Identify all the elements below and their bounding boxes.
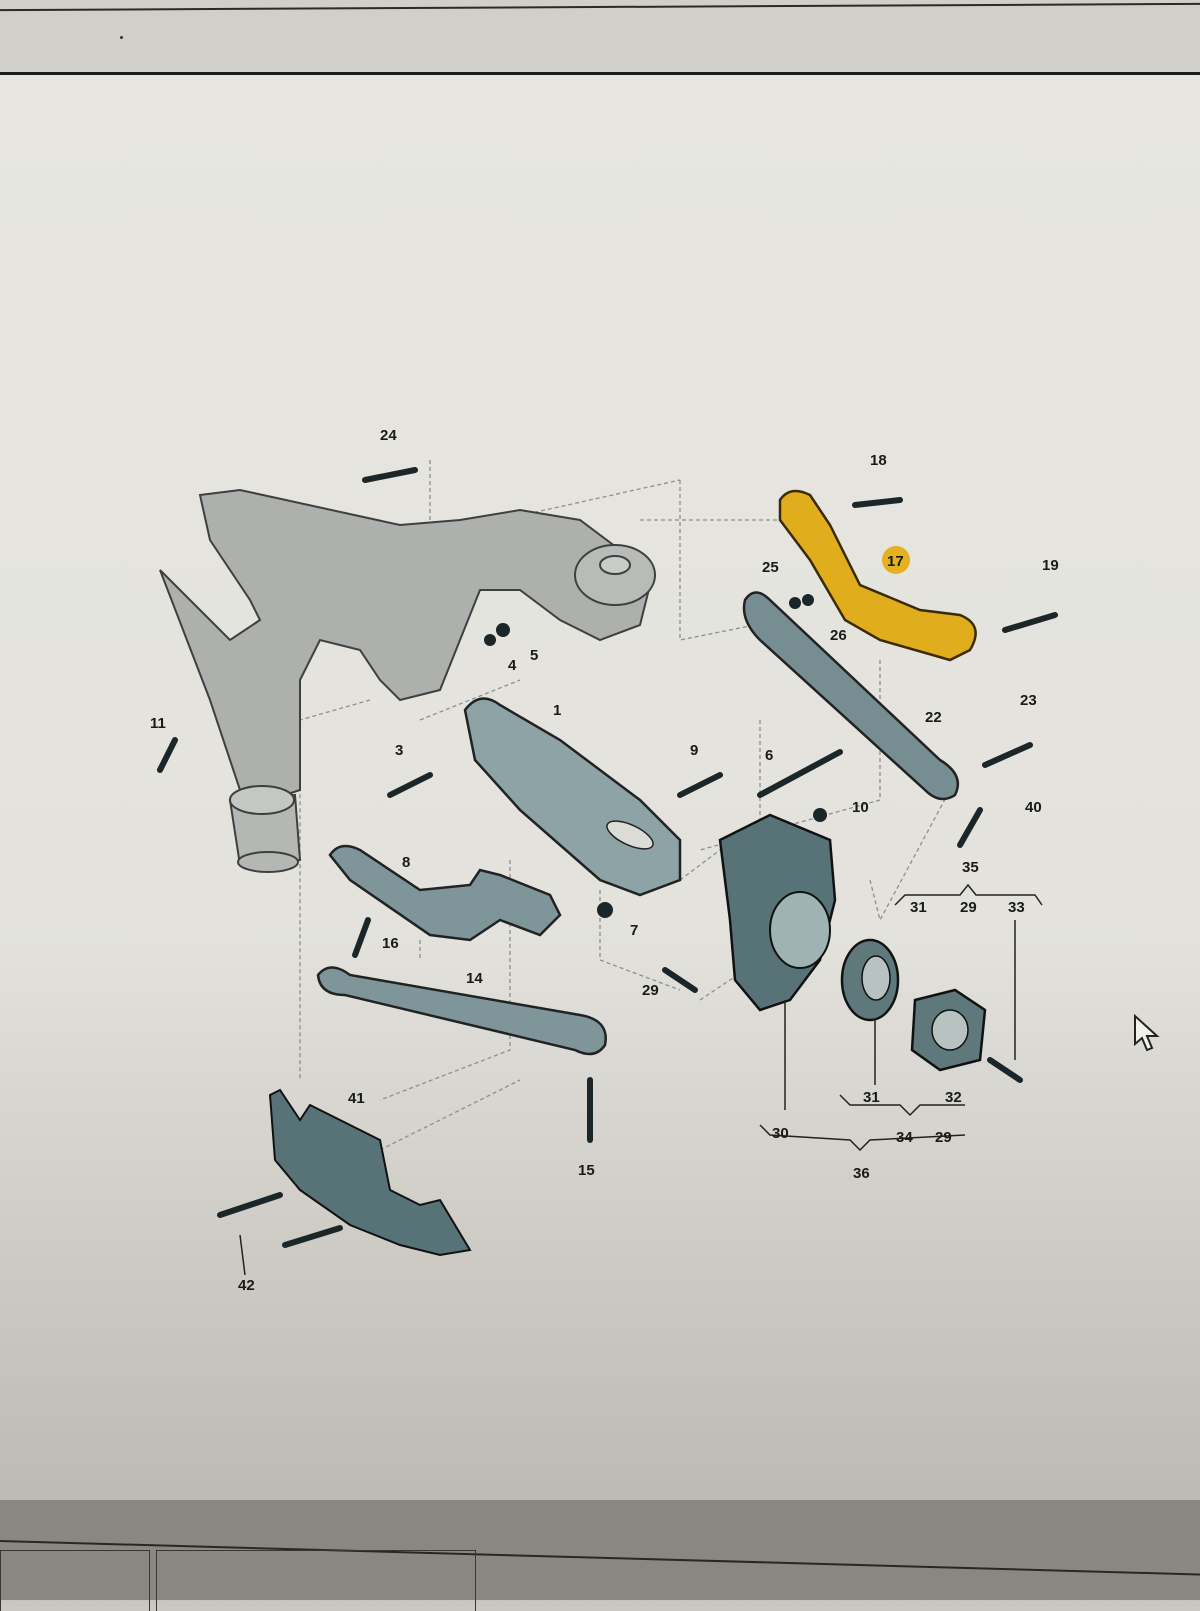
- part-17-upper-control-arm-highlighted[interactable]: [778, 489, 977, 662]
- window-title-bar: [0, 0, 1200, 75]
- highlight-badge-17: [882, 546, 910, 574]
- callout-25[interactable]: 25: [762, 559, 779, 576]
- group-brackets: [239, 883, 1043, 1276]
- washer-25: [789, 597, 801, 609]
- callout-40[interactable]: 40: [1025, 799, 1042, 816]
- callout-22[interactable]: 22: [925, 709, 942, 726]
- callout-6[interactable]: 6: [765, 747, 773, 764]
- bolt-6: [757, 749, 843, 798]
- nut-5: [496, 623, 510, 637]
- bolts: [157, 467, 1058, 1248]
- title-bar-dot: [120, 36, 123, 39]
- callout-23[interactable]: 23: [1020, 692, 1037, 709]
- part-31-bearing[interactable]: [840, 938, 900, 1022]
- callout-42[interactable]: 42: [238, 1277, 255, 1294]
- bolt-33: [987, 1057, 1023, 1083]
- callout-19[interactable]: 19: [1042, 557, 1059, 574]
- bolt-42b: [282, 1225, 343, 1248]
- bolt-18: [852, 497, 903, 508]
- bottom-panel-tab-1[interactable]: [0, 1550, 150, 1611]
- bolt-23: [982, 742, 1033, 768]
- mouse-pointer-arrow-icon: [1133, 1013, 1163, 1059]
- nut-4: [484, 634, 496, 646]
- callout-5[interactable]: 5: [530, 647, 538, 664]
- callout-17[interactable]: 17: [887, 553, 904, 570]
- callout-7[interactable]: 7: [630, 922, 638, 939]
- part-22-upper-link[interactable]: [742, 591, 960, 801]
- rear-subframe[interactable]: [159, 488, 656, 873]
- part-14-lateral-link[interactable]: [316, 966, 607, 1056]
- bolt-3: [387, 772, 433, 798]
- bolt-16: [352, 917, 371, 958]
- part-1-lower-control-arm[interactable]: [463, 697, 682, 897]
- callout-26[interactable]: 26: [830, 627, 847, 644]
- callout-31-bottom[interactable]: 31: [863, 1089, 880, 1106]
- callout-9[interactable]: 9: [690, 742, 698, 759]
- callout-10[interactable]: 10: [852, 799, 869, 816]
- part-41-underbody-shield[interactable]: [268, 1088, 472, 1257]
- callout-31-top[interactable]: 31: [910, 899, 927, 916]
- bolt-42a: [217, 1192, 283, 1218]
- callout-16[interactable]: 16: [382, 935, 399, 952]
- callout-36[interactable]: 36: [853, 1165, 870, 1182]
- bolt-40: [957, 807, 983, 848]
- callout-1[interactable]: 1: [553, 702, 561, 719]
- bolt-19: [1002, 612, 1058, 633]
- part-30-wheel-carrier[interactable]: [718, 813, 837, 1012]
- part-32-wheel-hub[interactable]: [910, 988, 987, 1072]
- callout-29-top[interactable]: 29: [960, 899, 977, 916]
- bottom-panel-tab-2[interactable]: [156, 1550, 476, 1611]
- bolt-29: [662, 967, 698, 993]
- part-1-slot: [606, 820, 654, 850]
- bolt-11: [157, 737, 178, 773]
- callout-33[interactable]: 33: [1008, 899, 1025, 916]
- nuts-washers: [484, 594, 827, 918]
- callout-3[interactable]: 3: [395, 742, 403, 759]
- callout-4[interactable]: 4: [508, 657, 517, 674]
- bolt-24: [362, 467, 418, 483]
- nut-10: [813, 808, 827, 822]
- screen-bottom-bezel: [0, 1500, 1200, 1611]
- callout-14[interactable]: 14: [466, 970, 483, 987]
- callout-41[interactable]: 41: [348, 1090, 365, 1107]
- nut-7: [597, 902, 613, 918]
- callout-32[interactable]: 32: [945, 1089, 962, 1106]
- washer-26: [802, 594, 814, 606]
- callout-15[interactable]: 15: [578, 1162, 595, 1179]
- callout-8[interactable]: 8: [402, 854, 410, 871]
- callout-11[interactable]: 11: [150, 715, 166, 732]
- callout-30[interactable]: 30: [772, 1125, 789, 1142]
- callout-29-bottom[interactable]: 29: [935, 1129, 952, 1146]
- part-8-trailing-arm[interactable]: [328, 844, 562, 942]
- callout-34[interactable]: 34: [896, 1129, 913, 1146]
- callout-35[interactable]: 35: [962, 859, 979, 876]
- callout-18[interactable]: 18: [870, 452, 887, 469]
- callout-29-mid[interactable]: 29: [642, 982, 659, 999]
- callout-labels: 24 18 17 25 26 19 5 4 11 1 22 23 3 9 6 1…: [150, 427, 1059, 1294]
- bolt-9: [677, 772, 723, 798]
- callout-24[interactable]: 24: [380, 427, 397, 444]
